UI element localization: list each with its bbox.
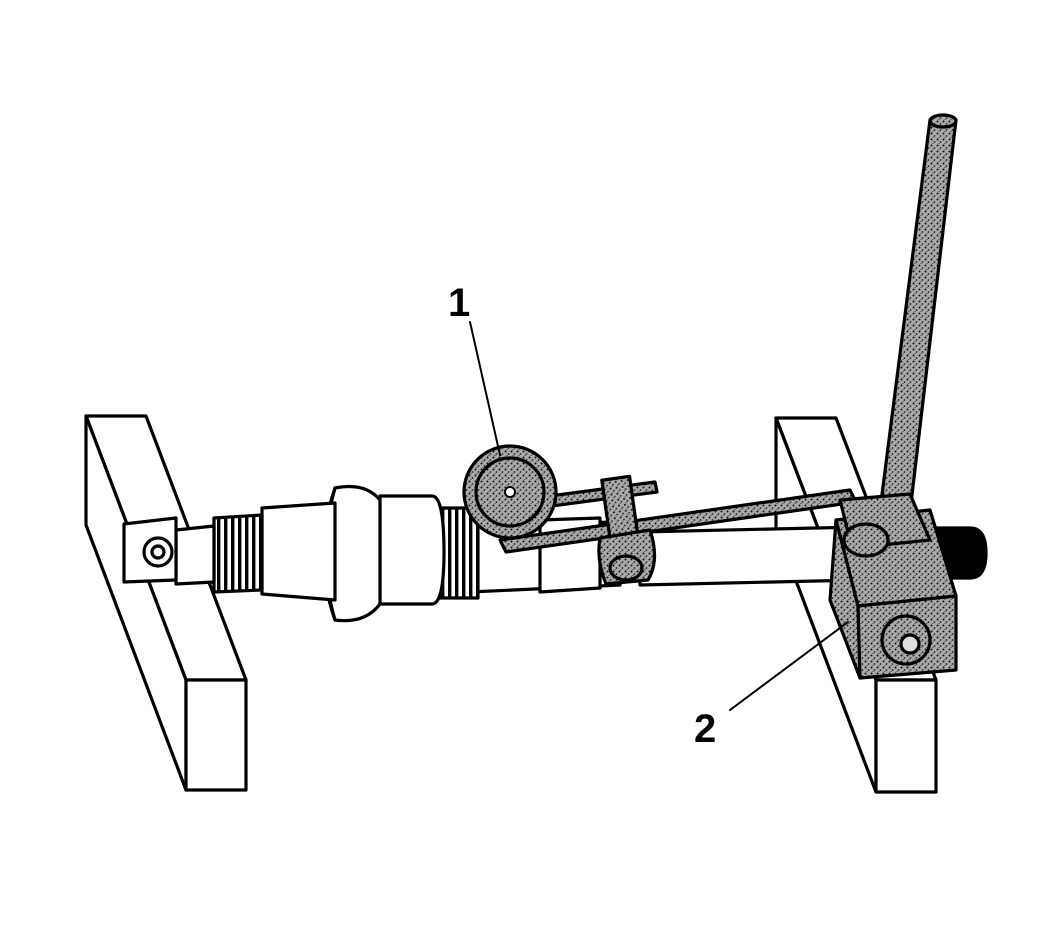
leader-line-1 [469,321,501,456]
dial-indicator [462,444,858,586]
leader-line-2 [729,621,849,711]
callout-1: 1 [448,281,501,456]
callout-2: 2 [694,621,849,751]
callout-label-2: 2 [694,707,716,751]
handle-bar [878,113,958,514]
fixture-block [828,492,958,680]
left-support-block [84,414,248,792]
callout-label-1: 1 [448,281,470,325]
